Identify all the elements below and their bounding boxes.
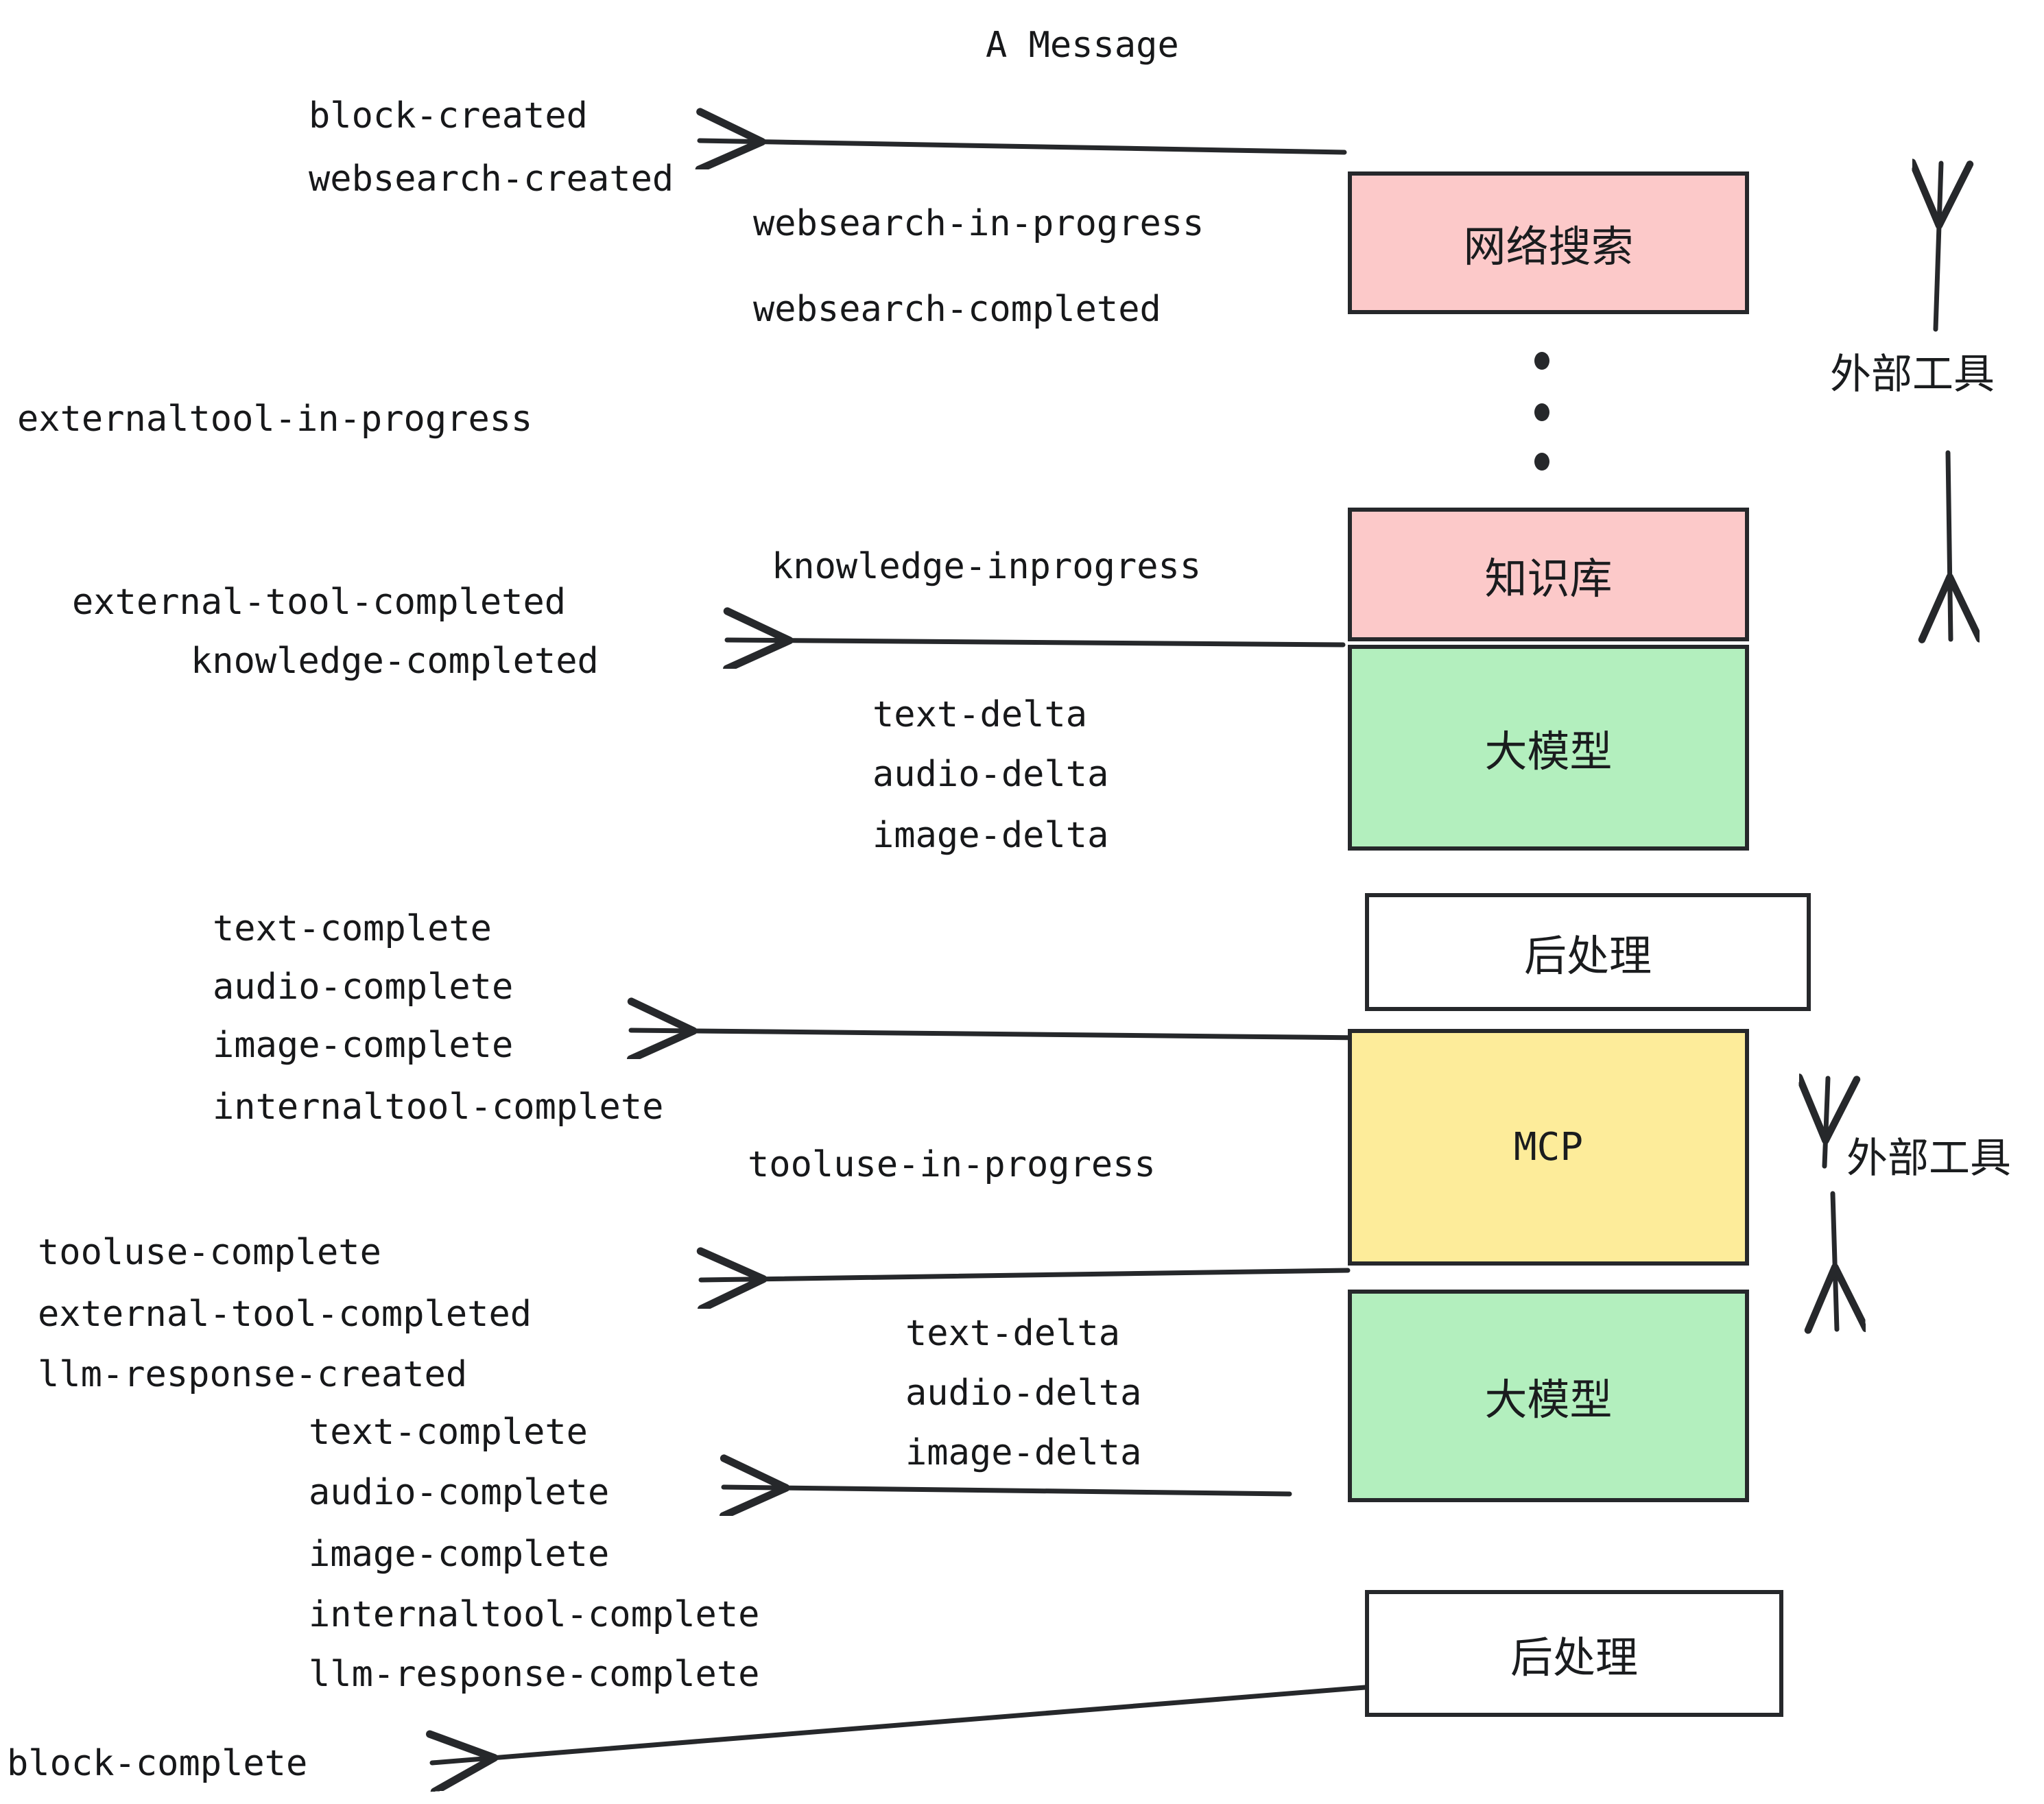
arrow-external-tools-top-down	[1948, 450, 1951, 639]
box-postprocessing-1[interactable]: 后处理	[1365, 893, 1811, 1011]
event-text-delta-1: text-delta	[872, 694, 1088, 735]
event-external-tool-completed-1: external-tool-completed	[72, 582, 567, 623]
box-knowledge-label: 知识库	[1484, 553, 1613, 604]
event-audio-delta-1: audio-delta	[872, 754, 1109, 795]
label-external-tools-top: 外部工具	[1830, 351, 1995, 399]
event-knowledge-completed: knowledge-completed	[191, 641, 599, 682]
event-block-created: block-created	[309, 95, 588, 137]
event-block-complete: block-complete	[7, 1743, 308, 1784]
box-mcp-label: MCP	[1513, 1125, 1584, 1170]
box-llm-1-label: 大模型	[1484, 726, 1613, 776]
event-internaltool-complete-2: internaltool-complete	[309, 1594, 760, 1635]
event-external-tool-completed-2: external-tool-completed	[38, 1294, 532, 1335]
box-knowledge[interactable]: 知识库	[1348, 508, 1749, 641]
arrow-llm2-to-audio-complete	[724, 1487, 1292, 1494]
box-mcp[interactable]: MCP	[1348, 1029, 1749, 1266]
event-externaltool-in-progress: externaltool-in-progress	[17, 399, 533, 440]
event-websearch-in-progress: websearch-in-progress	[753, 203, 1204, 244]
event-llm-response-complete: llm-response-complete	[309, 1654, 760, 1695]
arrow-knowledge-to-knowledge-completed	[727, 640, 1346, 645]
arrow-external-tools-top-up	[1936, 163, 1941, 332]
box-llm-2-label: 大模型	[1484, 1375, 1613, 1425]
arrow-postproc2-to-block-complete	[432, 1685, 1368, 1763]
event-image-delta-1: image-delta	[872, 815, 1109, 856]
label-external-tools-bottom: 外部工具	[1846, 1135, 2011, 1183]
ellipsis-dot	[1534, 403, 1549, 421]
event-image-complete-2: image-complete	[309, 1534, 610, 1575]
event-audio-complete-2: audio-complete	[309, 1472, 610, 1513]
event-audio-delta-2: audio-delta	[905, 1373, 1142, 1414]
box-websearch[interactable]: 网络搜索	[1348, 171, 1749, 314]
box-postprocessing-2-label: 后处理	[1510, 1632, 1638, 1683]
diagram-title: A Message	[986, 25, 1179, 66]
event-text-delta-2: text-delta	[905, 1313, 1121, 1354]
event-text-complete-1: text-complete	[213, 908, 492, 949]
event-image-delta-2: image-delta	[905, 1432, 1142, 1473]
arrow-external-tools-bottom-up	[1825, 1078, 1828, 1169]
event-audio-complete-1: audio-complete	[213, 966, 514, 1008]
event-llm-response-created: llm-response-created	[38, 1354, 468, 1395]
event-image-complete-1: image-complete	[213, 1025, 514, 1066]
event-internaltool-complete-1: internaltool-complete	[213, 1087, 664, 1128]
arrow-websearch-to-block-created	[700, 141, 1347, 152]
event-websearch-created: websearch-created	[309, 158, 674, 200]
event-websearch-completed: websearch-completed	[753, 289, 1161, 330]
event-tooluse-complete: tooluse-complete	[38, 1232, 381, 1273]
ellipsis-dot	[1534, 453, 1549, 471]
box-llm-2[interactable]: 大模型	[1348, 1290, 1749, 1502]
arrow-mcp-to-tooluse-complete	[701, 1270, 1351, 1280]
arrow-external-tools-bottom-down	[1833, 1191, 1837, 1329]
box-postprocessing-2[interactable]: 后处理	[1365, 1590, 1783, 1717]
ellipsis-dot	[1534, 352, 1549, 370]
arrow-postproc1-to-image-complete	[631, 1030, 1366, 1038]
box-postprocessing-1-label: 后处理	[1523, 931, 1652, 981]
box-llm-1[interactable]: 大模型	[1348, 645, 1749, 851]
box-websearch-label: 网络搜索	[1463, 222, 1634, 272]
event-tooluse-in-progress: tooluse-in-progress	[748, 1144, 1156, 1185]
event-text-complete-2: text-complete	[309, 1412, 588, 1453]
event-knowledge-inprogress: knowledge-inprogress	[772, 546, 1202, 587]
